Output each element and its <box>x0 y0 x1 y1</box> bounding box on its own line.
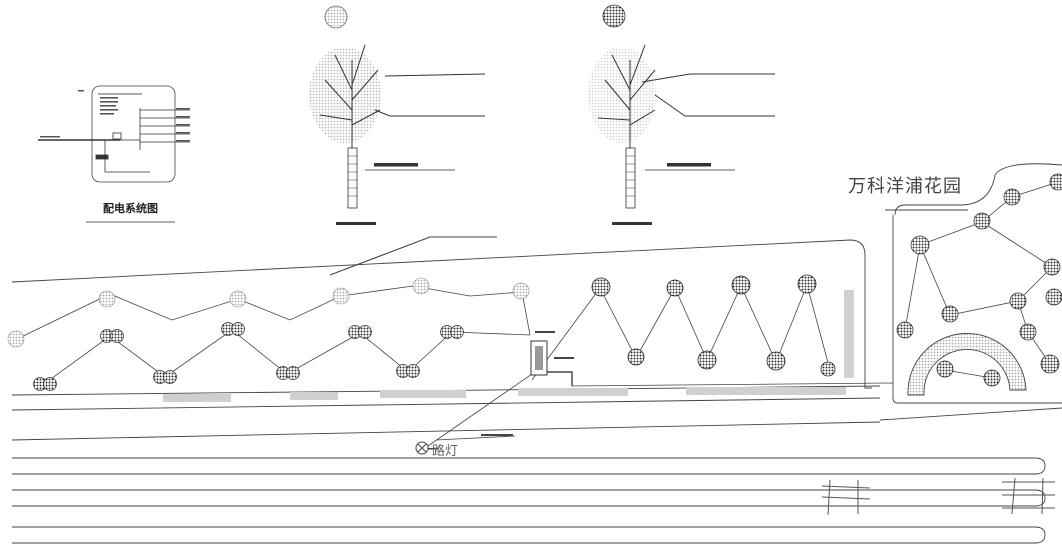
paired-tree-icon <box>100 329 124 343</box>
roadway <box>12 457 1046 544</box>
tree-icon <box>1019 323 1037 341</box>
tree-icon <box>1043 258 1061 276</box>
tree-icon <box>797 274 817 294</box>
panel-small-text <box>40 90 190 142</box>
shrub-icon <box>98 290 116 308</box>
tree-icon <box>697 350 717 370</box>
paired-tree-icon <box>348 325 372 339</box>
system-diagram-title: 配电系统图 <box>103 202 158 215</box>
tree-icon <box>1009 292 1027 310</box>
tree-icon <box>1045 288 1062 306</box>
cable-routes <box>14 283 894 447</box>
tree-icon <box>627 348 645 366</box>
tree-elevation-detail-1 <box>309 5 486 225</box>
tree-icon <box>820 361 836 377</box>
shrub-icon <box>229 290 247 308</box>
tree-icon <box>666 279 684 297</box>
tree-icon <box>936 360 954 378</box>
paired-tree-icon <box>440 325 464 339</box>
tree-elevation-detail-2 <box>588 4 775 225</box>
shrub-icon <box>332 287 350 305</box>
street-lamp-label: 路灯 <box>432 444 459 459</box>
tree-icon <box>731 275 751 295</box>
plaza-arc-feature <box>907 333 1027 396</box>
paired-tree-icon <box>153 370 177 384</box>
zebra-crossing-marks <box>821 477 1055 516</box>
distribution-panel-diagram <box>38 85 190 183</box>
shrub-icon <box>412 277 430 295</box>
shrub-row <box>7 277 530 348</box>
paired-tree-icon <box>396 364 420 378</box>
park-name-label: 万科洋浦花园 <box>848 176 962 197</box>
tree-plan-symbol-icon <box>324 5 348 29</box>
paired-tree-icon <box>33 377 57 391</box>
tree-icon <box>591 277 611 297</box>
tree-plan-symbol-icon <box>602 4 626 28</box>
site-boundary-lines <box>11 163 1062 441</box>
park-tree-cluster <box>896 173 1062 387</box>
street-lamp-icon <box>415 441 429 455</box>
street-tree-row <box>33 322 464 391</box>
tree-icon <box>896 321 914 339</box>
tree-icon <box>766 351 786 371</box>
paired-tree-icon <box>276 366 300 380</box>
specimen-tree-row <box>591 274 836 377</box>
distribution-box <box>425 331 574 450</box>
shrub-icon <box>512 282 530 300</box>
tree-icon <box>941 305 959 323</box>
shrub-icon <box>7 330 25 348</box>
tree-icon <box>983 369 1001 387</box>
tree-icon <box>1040 354 1060 374</box>
tree-icon <box>910 235 930 255</box>
tree-icon <box>1003 188 1021 206</box>
paired-tree-icon <box>221 322 245 336</box>
paving-strips <box>163 290 854 402</box>
tree-icon <box>973 212 991 230</box>
tree-icon <box>1049 173 1062 191</box>
